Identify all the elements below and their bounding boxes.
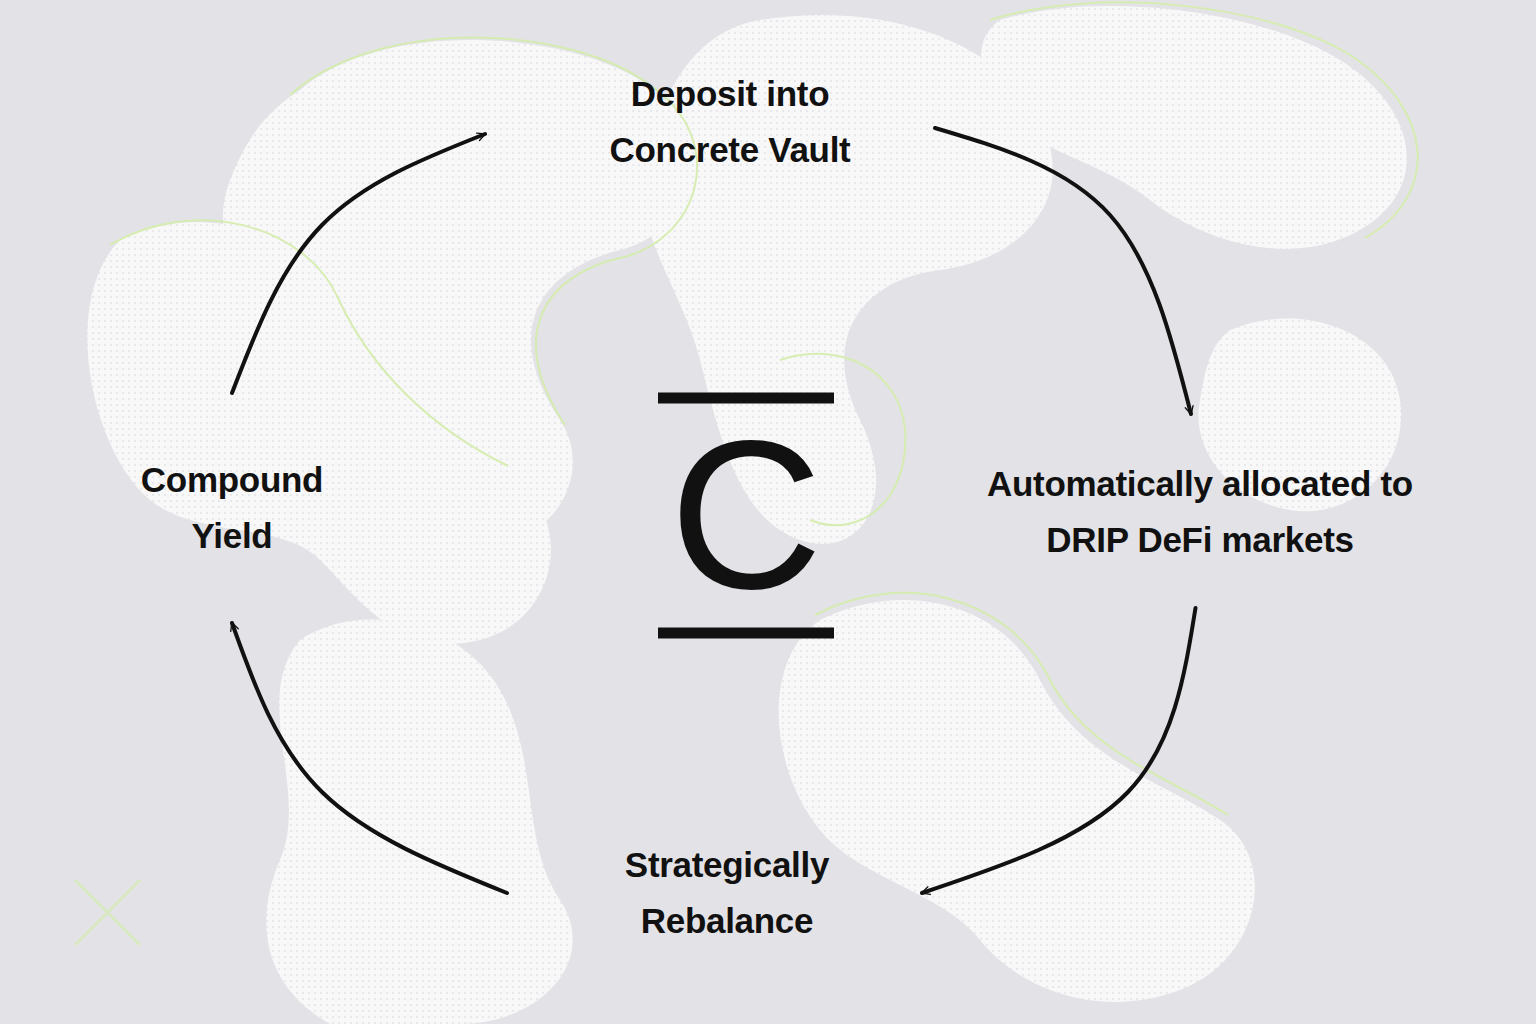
step-text: Deposit into Concrete Vault — [571, 66, 889, 178]
cycle-arrow — [922, 608, 1196, 893]
step-text: Automatically allocated to DRIP DeFi mar… — [981, 456, 1419, 568]
step-label: Deposit into Concrete Vault — [565, 62, 895, 182]
cross-mark — [75, 880, 140, 945]
blob — [266, 620, 573, 1024]
logo-letter: C — [669, 409, 822, 621]
outline-curve — [815, 593, 1228, 815]
blob — [87, 222, 551, 644]
cycle-arrow — [232, 134, 485, 393]
step-label: Strategically Rebalance — [587, 833, 867, 953]
cycle-arrow — [232, 623, 507, 893]
outline-curve — [110, 220, 508, 466]
cycle-arrow — [935, 128, 1191, 414]
outline-curves — [110, 2, 1418, 815]
blob — [779, 600, 1255, 1002]
logo-bars — [658, 398, 834, 633]
blob — [981, 6, 1407, 249]
cross-stroke — [75, 880, 140, 945]
cross-stroke — [75, 880, 140, 945]
logo-bar — [658, 628, 834, 639]
step-label: Automatically allocated to DRIP DeFi mar… — [975, 452, 1425, 572]
outline-curve — [990, 2, 1418, 238]
step-text: Compound Yield — [123, 452, 341, 564]
logo-bar — [658, 393, 834, 404]
blob-shapes — [87, 6, 1407, 1024]
step-label: Compound Yield — [117, 448, 347, 568]
step-text: Strategically Rebalance — [593, 837, 861, 949]
